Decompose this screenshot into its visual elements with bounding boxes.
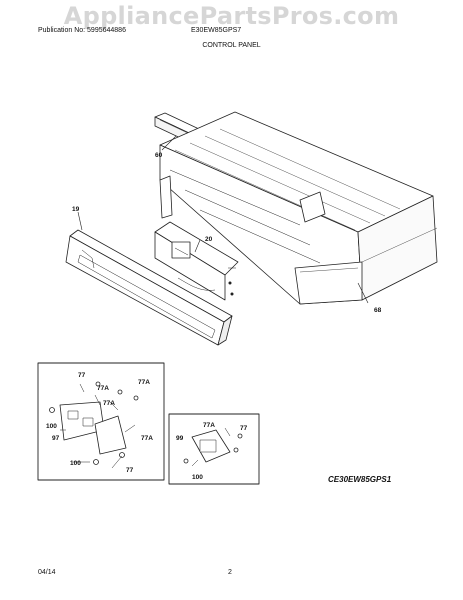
footer-date: 04/14 (38, 569, 56, 576)
model-number: E30EW85GPS7 (191, 27, 242, 34)
leader-lines (77, 135, 369, 304)
callout-77a-a: 77A (97, 385, 109, 392)
watermark: AppliancePartsPros.com (63, 2, 400, 30)
callout-77a-b: 77A (138, 379, 150, 386)
control-housing (159, 111, 438, 305)
inset-board-detail (37, 362, 165, 481)
callout-20: 20 (205, 236, 213, 243)
callout-100-b: 100 (70, 460, 81, 467)
callout-77a-d: 77A (141, 435, 153, 442)
inset-transformer-detail (168, 413, 260, 485)
callout-77-c: 77 (240, 425, 248, 432)
publication-number: Publication No: 5995644886 (38, 27, 126, 34)
callout-19: 19 (72, 206, 80, 213)
callout-60: 60 (155, 152, 163, 159)
callout-100-c: 100 (192, 474, 203, 481)
footer-page-number: 2 (228, 569, 232, 576)
drawing-code: CE30EW85GPS1 (328, 475, 392, 484)
callout-labels: 60 68 19 20 77 77A 77A 77A 100 97 77A 10… (46, 152, 382, 481)
front-control-panel (65, 229, 233, 346)
callout-77a-e: 77A (203, 422, 215, 429)
callout-99: 99 (176, 435, 184, 442)
callout-100-a: 100 (46, 423, 57, 430)
callout-77-a: 77 (78, 372, 86, 379)
callout-97: 97 (52, 435, 60, 442)
callout-68: 68 (374, 307, 382, 314)
callout-77-b: 77 (126, 467, 134, 474)
section-title: CONTROL PANEL (202, 42, 261, 49)
callout-77a-c: 77A (103, 400, 115, 407)
